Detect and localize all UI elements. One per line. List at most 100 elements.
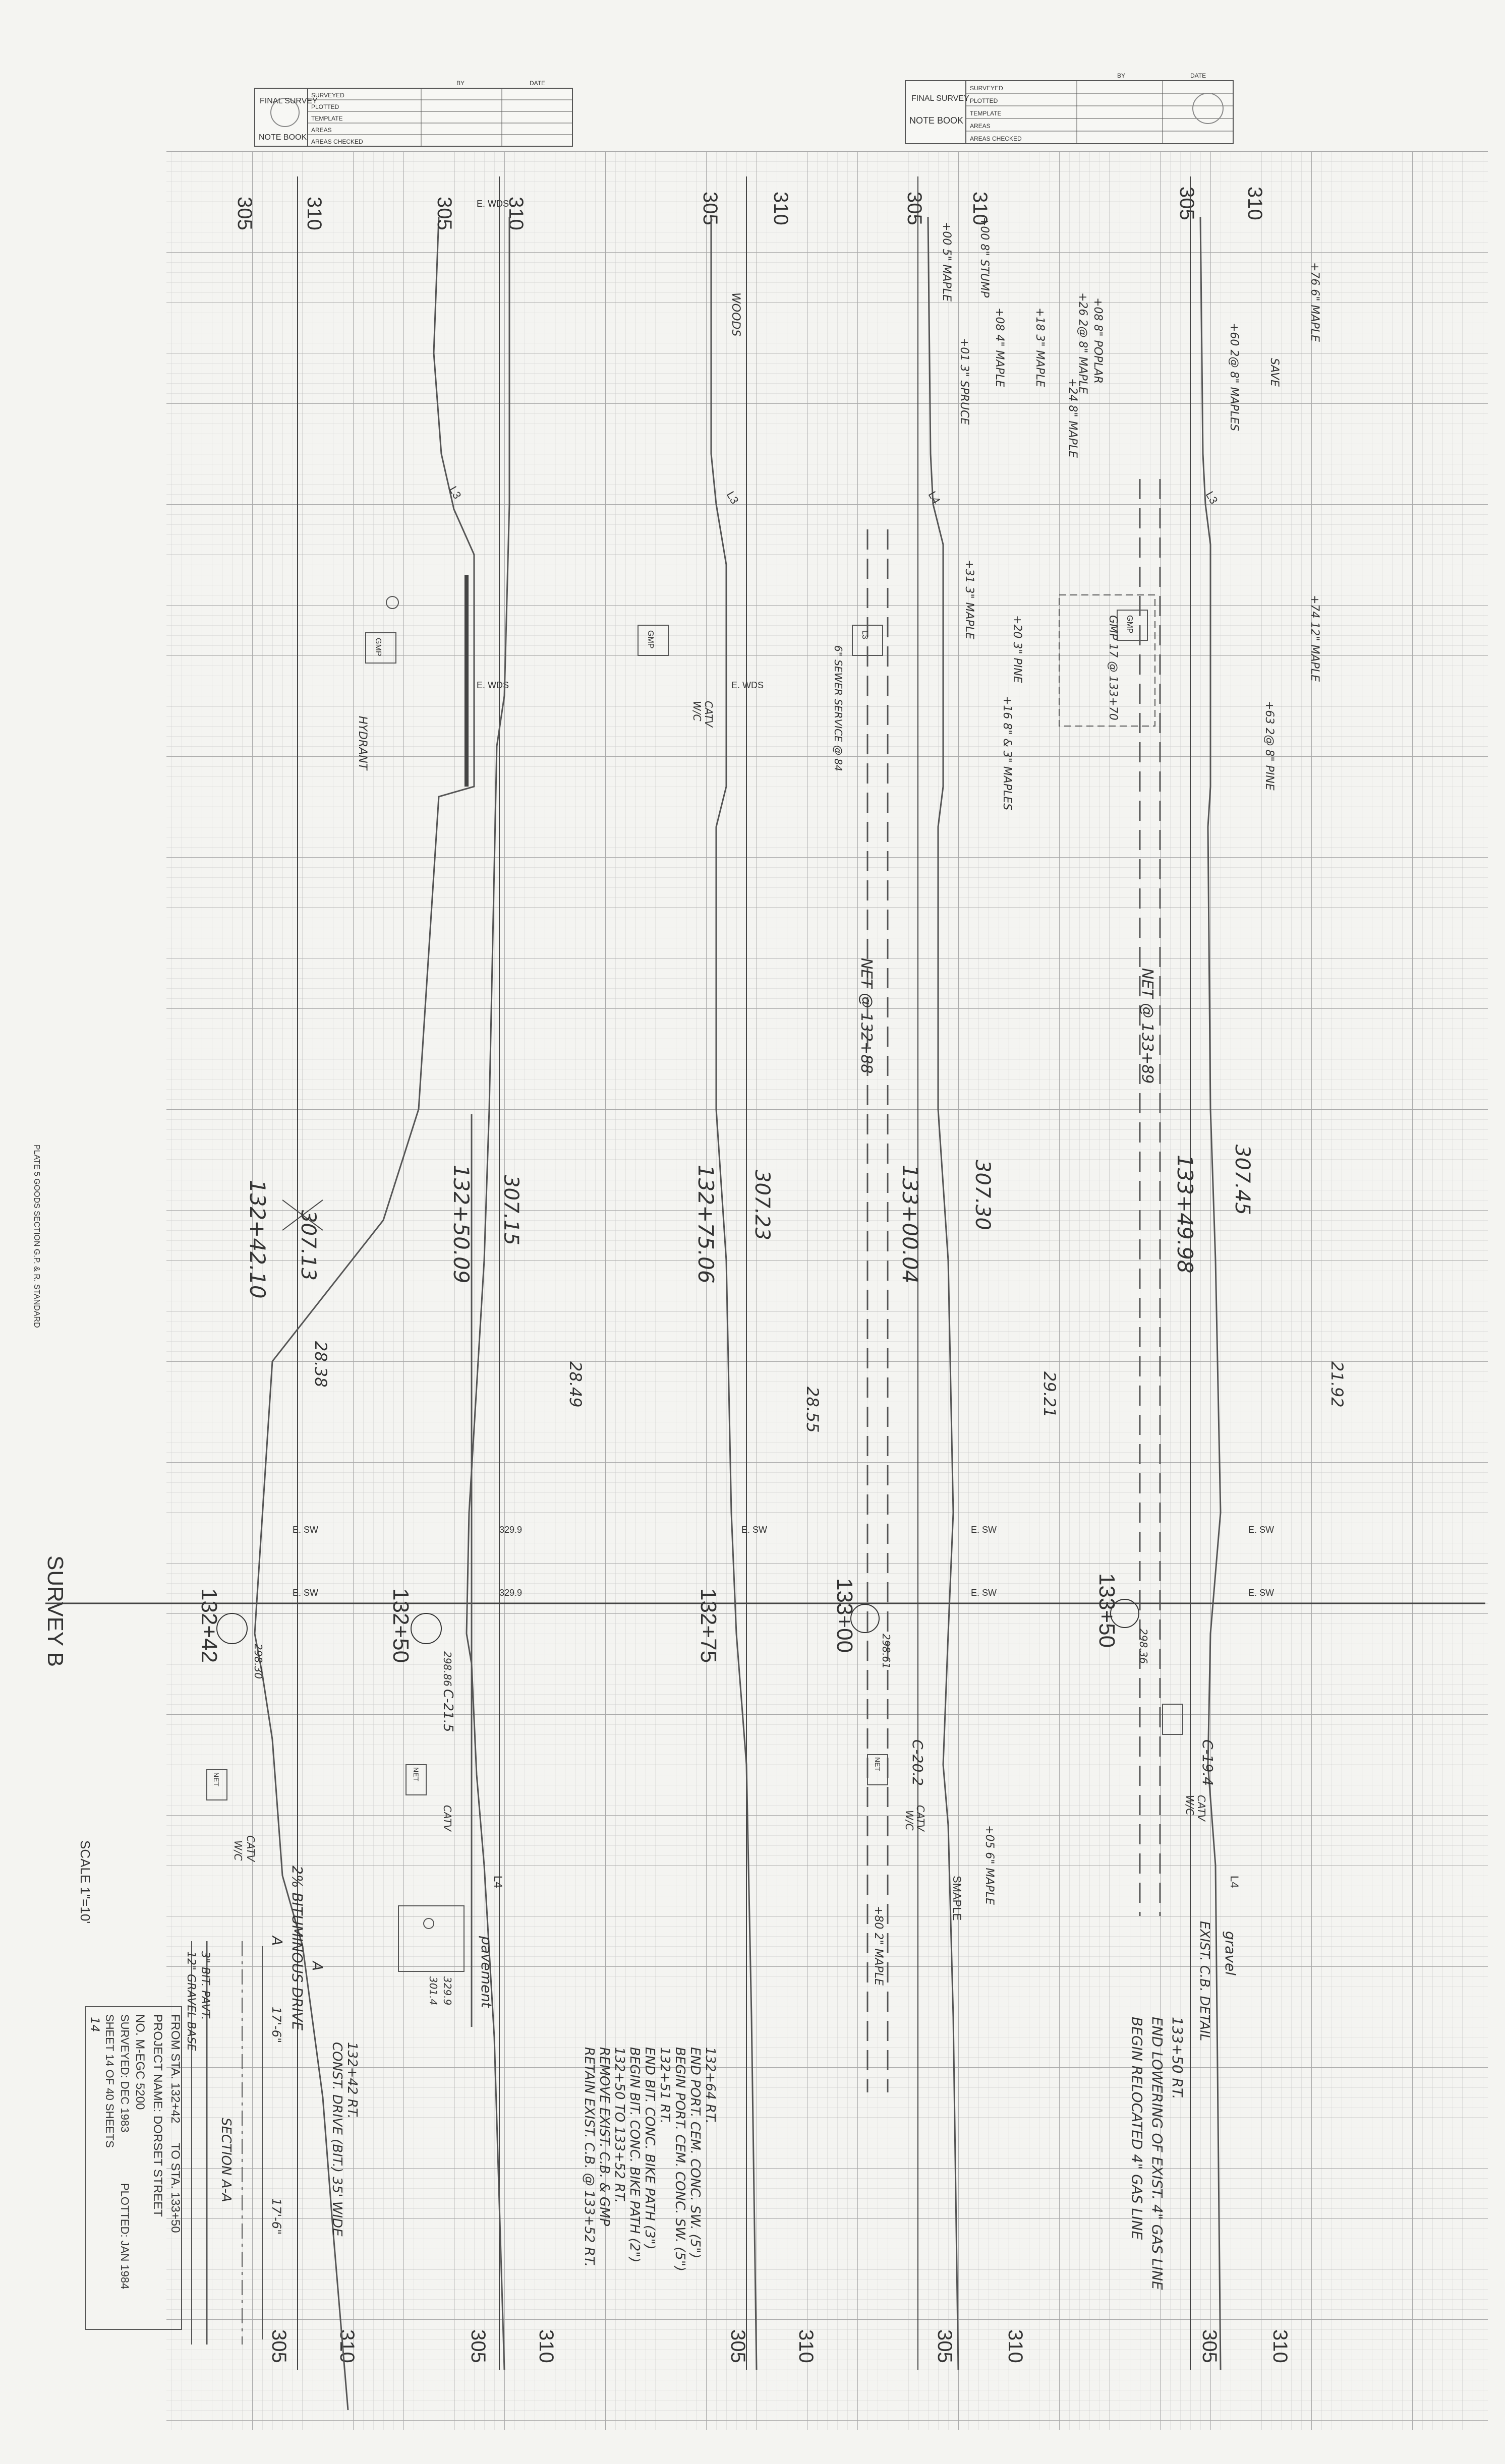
section-133-50: 305 310 305 310 GMP GMP 17 @ 133+70 NET … [1059,176,1347,2370]
section-132-50: 305 310 305 310 307.15 132+50.09 28.49 3… [388,176,585,2370]
tree-note-14: +20 3" PINE [1011,615,1023,683]
tree-notes: +76 6" MAPLE +60 2@ 8" MAPLES SAVE +74 1… [872,217,1321,1986]
notes-mid: 132+64 RT. END PORT. CEM. CONC. SW. (5")… [582,2047,718,2271]
section-1-net [206,1769,227,1800]
section-aa-title: SECTION A-A [218,2118,234,2202]
title-block-left-row-3: AREAS [311,127,332,134]
section-2-elev-305: 305 [433,197,455,230]
section-3-gmp [638,625,669,656]
section-aa-label-2: 2% BITUMINOUS DRIVE [289,1866,306,2030]
notes-left: 132+42 RT. CONST. DRIVE (BIT.) 35' WIDE [329,2042,360,2237]
section-5-elev-310-bottom: 310 [1269,2329,1291,2363]
section-3-gmp-label: GMP [646,630,655,648]
title-block-left-header: FINAL SURVEY [260,97,318,105]
survey-label: SURVEY B [43,1555,68,1667]
note-mid-6: 132+50 TO 133+52 RT. [612,2047,627,2203]
section-5-sw-2: E. SW [1248,1588,1274,1598]
section-4-wc: W/C [903,1810,915,1831]
section-aa-label-5: A [309,1960,326,1971]
section-aa-label-1: 12" GRAVEL BASE [185,1951,197,2051]
section-4-sw: E. SW [971,1525,997,1535]
tb-plotted: PLOTTED: JAN 1984 [119,2183,131,2289]
note-mid-4: END BIT. CONC. BIKE PATH (3") [642,2047,657,2250]
section-aa-label-6: A [269,1935,285,1946]
section-3-elev-310-bottom: 310 [795,2329,817,2363]
section-2-cl-station: 132+50.09 [449,1165,474,1284]
section-1-elev-305: 305 [234,197,256,230]
tree-note-5: +08 8" POPLAR [1091,297,1104,384]
section-3-ground [710,217,758,2370]
section-1-sw-2: E. SW [293,1588,318,1598]
section-5-cl-station: 133+49.98 [1173,1155,1197,1274]
section-132-75: 305 310 305 310 WOODS L3 GMP E. WDS CATV… [638,176,822,2370]
section-3-cl-station: 132+75.06 [693,1165,718,1284]
section-1-hydrant: HYDRANT [356,716,369,771]
section-aa-label-4: 17'-6" [269,2198,283,2235]
section-1-wds-top: E. WDS [477,199,509,209]
section-4-ground [927,216,959,2370]
tb-sheet: SHEET 14 OF 40 SHEETS [103,2014,116,2148]
section-2-cb-box [398,1905,465,1972]
grid-paper [166,151,1488,2430]
tree-note-6: +26 2@ 8" MAPLE [1076,292,1089,394]
section-5-elev-305-bottom: 305 [1198,2329,1221,2363]
title-block-bottom-frame [85,2006,182,2330]
tree-note-15: +16 8" & 3" MAPLES [1001,696,1013,810]
section-5-c: C-19.4 [1199,1739,1216,1786]
section-1-ground-ref: 298.30 [252,1644,264,1679]
section-2-sw: 329.9 [499,1525,522,1535]
tb-to-station: TO STA. 133+50 [168,2143,182,2233]
section-2-ground-ref: 298.86 [441,1651,453,1687]
section-4-sw-2: E. SW [971,1588,997,1598]
section-2-elev-310: 310 [505,197,527,230]
section-3-woods: WOODS [729,292,742,336]
section-4-elev-310: 310 [969,192,991,225]
title-block-right-row-1: PLOTTED [970,97,998,104]
title-block-left-row-0: SURVEYED [311,92,344,99]
section-5-gmp [1117,610,1148,641]
section-1-ground [254,216,475,2411]
section-4-dim: 29.21 [1040,1371,1059,1418]
section-2-cb-elev2: 301.4 [427,1976,439,2005]
section-4-c: C-20.2 [909,1739,926,1786]
title-block-right-row-3: AREAS [970,123,991,130]
section-1-cl-station: 132+42.10 [245,1180,270,1299]
tree-note-10: +01 3" SPRUCE [958,338,970,425]
title-block-right-row-2: TEMPLATE [970,110,1001,117]
section-2-net [406,1764,427,1795]
section-5-cb-detail: EXIST. C.B. DETAIL [1197,1921,1212,2041]
section-2-cb-elev: 329.9 [441,1976,453,2005]
section-4-net [867,1754,888,1785]
tree-note-0: +76 6" MAPLE [1308,262,1321,342]
section-4-net-label: NET [874,1757,882,1771]
section-2-station-marker [411,1613,442,1644]
section-aa-label-3: 17'-6" [269,2007,283,2043]
section-1-elev-310-bottom: 310 [336,2329,358,2363]
section-1-gmp [365,632,396,664]
section-3-elev-310: 310 [770,192,792,225]
section-3-catv: CATV [703,701,715,728]
note-right-0: 133+50 RT. [1169,2017,1186,2099]
section-1-dim: 28.38 [311,1341,330,1388]
section-2-l4: L4 [492,1876,504,1888]
section-1-station: 132+42 [197,1588,221,1663]
section-4-ground-ref: 298.61 [880,1634,892,1669]
tb-from-station: FROM STA. 132+42 [168,2014,182,2123]
tree-note-11: +00 8" STUMP [978,217,991,298]
section-aa-label-0: 3" BIT. PAVT. [199,1951,211,2020]
section-5-catv: CATV [1195,1795,1207,1822]
note-mid-1: END PORT. CEM. CONC. SW. (5") [687,2047,703,2258]
section-1-wc: W/C [232,1840,244,1861]
section-3-sw: E. SW [741,1525,767,1535]
tb-surveyed: SURVEYED: DEC 1983 [119,2014,131,2132]
section-5-gmp17: GMP 17 @ 133+70 [1107,615,1119,720]
section-4-elev-310-bottom: 310 [1004,2329,1026,2363]
section-1-wds: E. WDS [477,680,509,690]
section-5-ground [1199,216,1222,2370]
section-5-l4: L4 [1228,1876,1241,1888]
section-2-c: C-21.5 [440,1689,455,1732]
tree-note-3: +74 12" MAPLE [1308,595,1321,682]
title-block-right-col-date: DATE [1190,72,1206,79]
section-1-station-marker [216,1613,248,1644]
